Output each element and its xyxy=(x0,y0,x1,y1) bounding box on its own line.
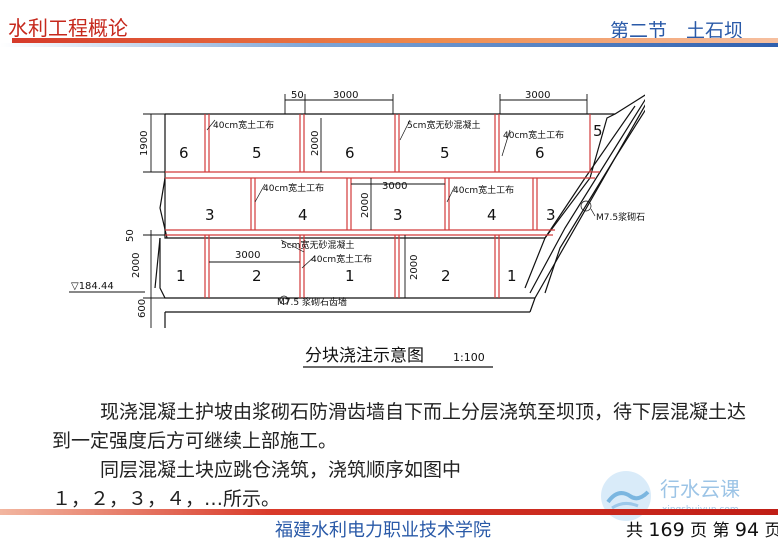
block-number: 6 xyxy=(345,144,355,162)
body-paragraph: 现浇混凝土护坡由浆砌石防滑齿墙自下而上分层浇筑至坝顶，待下层混凝土达到一定强度后… xyxy=(52,401,747,452)
block-number: 2 xyxy=(252,267,262,285)
block-number: 4 xyxy=(298,206,308,224)
block-number: 1 xyxy=(176,267,186,285)
block-number: 6 xyxy=(535,144,545,162)
block-number: 5 xyxy=(252,144,262,162)
block-number: 6 xyxy=(179,144,189,162)
section-label: 第二节 土石坝 xyxy=(610,20,744,42)
body-text: 现浇混凝土护坡由浆砌石防滑齿墙自下而上分层浇筑至坝顶，待下层混凝土达到一定强度后… xyxy=(52,398,762,514)
page-unit: 页 xyxy=(764,521,778,541)
block-number: 1 xyxy=(507,267,517,285)
dimension-label: 2000 xyxy=(310,131,321,156)
annotation-geotextile: 40cm宽土工布 xyxy=(263,182,324,194)
dimension-label: 3000 xyxy=(525,90,550,101)
dimension-label: 1900 xyxy=(139,131,150,156)
annotation-geotextile: 40cm宽土工布 xyxy=(311,253,372,265)
dimension-label: 50 xyxy=(125,229,136,242)
footer-rule xyxy=(0,509,778,515)
annotation-geotextile: 40cm宽土工布 xyxy=(503,129,564,141)
elevation-label: ▽184.44 xyxy=(71,281,114,292)
dimension-label: 2000 xyxy=(360,193,371,218)
block-number: 1 xyxy=(345,267,355,285)
dimension-label: 3000 xyxy=(235,250,260,261)
block-number: 3 xyxy=(393,206,403,224)
total-pages: 169 xyxy=(648,519,685,541)
annotation-geotextile: 40cm宽土工布 xyxy=(453,184,514,196)
body-paragraph: 同层混凝土块应跳仓浇筑，浇筑顺序如图中 xyxy=(100,459,462,481)
annotation-masonry-wall: M7.5 浆砌石齿墙 xyxy=(277,296,347,308)
block-number: 5 xyxy=(440,144,450,162)
block-number: 4 xyxy=(487,206,497,224)
logo-name: 行水云课 xyxy=(660,477,740,501)
annotation-no-sand-concrete: 5cm宽无砂混凝土 xyxy=(407,119,480,131)
total-prefix: 共 xyxy=(626,521,643,541)
annotation-geotextile: 40cm宽土工布 xyxy=(213,119,274,131)
block-number: 3 xyxy=(546,206,556,224)
footer-school: 福建水利电力职业技术学院 xyxy=(275,520,491,541)
dimension-label: 2000 xyxy=(131,253,142,278)
block-number: 5 xyxy=(593,122,603,140)
course-title: 水利工程概论 xyxy=(8,16,128,40)
dimension-label: 50 xyxy=(291,90,304,101)
page-counter: 共 169 页 第 94 页 xyxy=(626,516,778,541)
dimension-label: 3000 xyxy=(382,181,407,192)
slab-top-edge xyxy=(165,94,645,115)
dimension-label: 600 xyxy=(137,299,148,318)
current-page: 94 xyxy=(734,519,760,541)
block-number: 3 xyxy=(205,206,215,224)
diagram-scale: 1:100 xyxy=(453,351,485,364)
page-prefix: 第 xyxy=(712,521,730,541)
diagram-caption: 分块浇注示意图 xyxy=(305,346,424,366)
dimension-label: 3000 xyxy=(333,90,358,101)
block-number: 2 xyxy=(441,267,451,285)
body-paragraph: １，２，３，４，…所示。 xyxy=(52,488,281,510)
dimension-label: 2000 xyxy=(409,255,420,280)
header-rule xyxy=(12,38,778,43)
block-pouring-diagram: 6 5 6 5 6 5 3 4 3 4 3 1 2 1 2 1 50 3000 … xyxy=(69,90,645,368)
annotation-no-sand-concrete: 5cm宽无砂混凝土 xyxy=(281,239,354,251)
header-rule-secondary xyxy=(0,43,778,47)
page-unit: 页 xyxy=(690,521,708,541)
